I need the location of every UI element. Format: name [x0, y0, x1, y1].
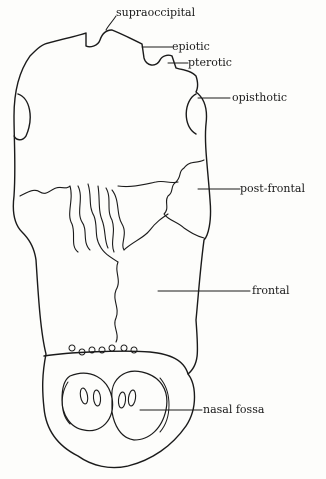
- frontal-midline-suture: [115, 262, 118, 342]
- right-nasal-fossa: [112, 371, 169, 440]
- foramina-row: [69, 345, 137, 355]
- median-suture-fan: [70, 181, 178, 262]
- nasal-region-outline: [44, 351, 188, 374]
- label-nasal-fossa: nasal fossa: [203, 404, 264, 416]
- label-opisthotic: opisthotic: [232, 92, 287, 104]
- label-post-frontal: post-frontal: [240, 183, 305, 195]
- leader-supraoccipital: [106, 16, 116, 30]
- left-frontal-suture: [20, 186, 70, 196]
- label-pterotic: pterotic: [188, 57, 232, 69]
- label-frontal: frontal: [252, 285, 290, 297]
- post-frontal-suture: [164, 160, 204, 238]
- left-nasal-fossa: [62, 373, 113, 430]
- otic-bulge-left: [14, 94, 30, 140]
- label-epiotic: epiotic: [172, 41, 210, 53]
- opisthotic-bulge-right: [186, 94, 196, 134]
- label-supraoccipital: supraoccipital: [116, 7, 195, 19]
